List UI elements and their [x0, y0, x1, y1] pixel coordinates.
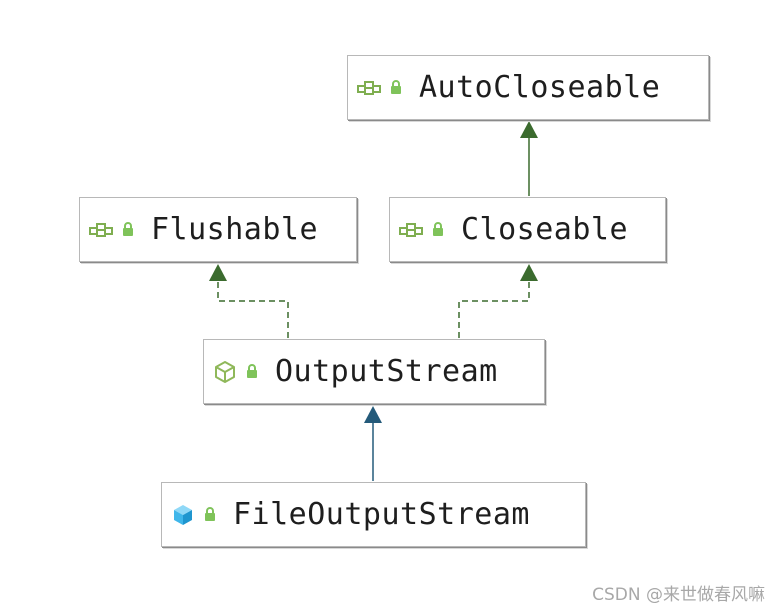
node-label: Closeable	[461, 212, 629, 247]
edge-outputstream-flushable	[217, 279, 289, 338]
edge-outputstream-closeable	[458, 279, 530, 338]
arrowhead-flushable	[209, 264, 227, 281]
interface-icon	[397, 219, 425, 241]
lock-icon	[389, 79, 403, 97]
node-label: Flushable	[151, 212, 319, 247]
interface-icon	[87, 219, 115, 241]
node-label: AutoCloseable	[419, 70, 661, 105]
node-flushable[interactable]: Flushable	[79, 197, 357, 262]
node-fileoutputstream[interactable]: FileOutputStream	[161, 482, 586, 547]
node-label: FileOutputStream	[233, 497, 530, 532]
lock-icon	[431, 221, 445, 239]
node-label: OutputStream	[275, 354, 498, 389]
abstract-class-icon	[211, 360, 239, 383]
interface-icon	[355, 77, 383, 99]
class-icon	[169, 504, 197, 526]
arrowhead-autocloseable	[520, 121, 538, 138]
lock-icon	[121, 221, 135, 239]
lock-icon	[203, 506, 217, 524]
node-outputstream[interactable]: OutputStream	[203, 339, 545, 404]
lock-icon	[245, 363, 259, 381]
arrowhead-closeable	[520, 264, 538, 281]
arrowhead-outputstream	[364, 406, 382, 423]
node-autocloseable[interactable]: AutoCloseable	[347, 55, 709, 120]
watermark: CSDN @来世做春风嘛	[592, 585, 765, 605]
node-closeable[interactable]: Closeable	[389, 197, 666, 262]
